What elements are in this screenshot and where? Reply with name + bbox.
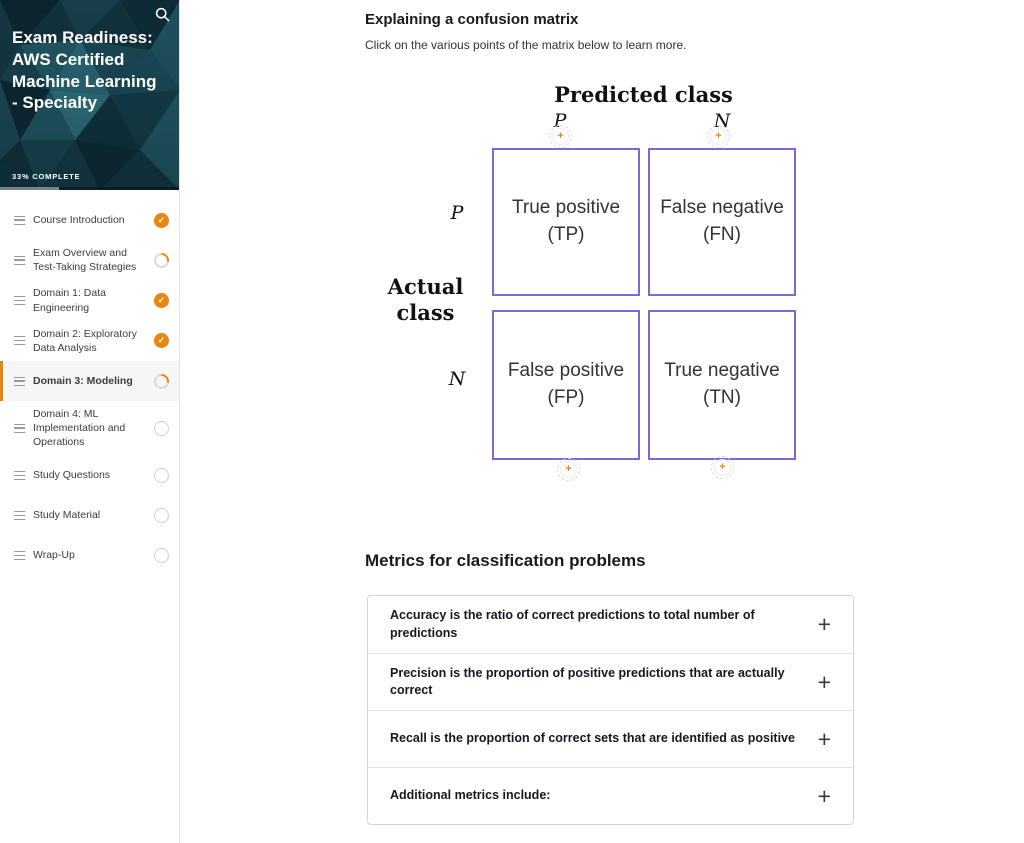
progress-circle — [154, 420, 169, 436]
lesson-icon — [14, 511, 25, 521]
sidebar-item-label: Domain 1: Data Engineering — [33, 287, 106, 314]
sidebar-item-label: Domain 2: Exploratory Data Analysis — [33, 327, 137, 354]
lesson-icon — [14, 471, 25, 481]
banner-overlay — [0, 0, 179, 190]
lesson-icon — [14, 255, 25, 265]
sidebar-item-label: Domain 4: ML Implementation and Operatio… — [33, 408, 126, 449]
cell-true-positive[interactable]: True positive (TP) — [492, 148, 640, 296]
hotspot-plus-top-left[interactable]: + — [549, 125, 572, 148]
sidebar-item-domain-3[interactable]: Domain 3: Modeling — [0, 361, 179, 402]
lesson-icon — [14, 296, 25, 306]
sidebar-item-label: Wrap-Up — [33, 549, 75, 562]
lesson-icon — [14, 336, 25, 346]
hotspot-plus-top-right[interactable]: + — [707, 125, 730, 148]
progress-circle — [154, 212, 169, 228]
course-sidebar: Exam Readiness: AWS Certified Machine Le… — [0, 0, 180, 843]
column-label-negative: N — [713, 110, 731, 132]
progress-bar-fill — [0, 187, 60, 190]
accordion-item-label: Additional metrics include: — [390, 788, 551, 803]
search-icon — [155, 7, 169, 22]
sidebar-item-exam-overview[interactable]: Exam Overview and Test-Taking Strategies — [0, 240, 179, 280]
progress-circle — [154, 293, 169, 309]
column-label-positive: P — [553, 110, 567, 132]
sidebar-item-label: Domain 3: Modeling — [33, 374, 133, 387]
sidebar-item-course-introduction[interactable]: Course Introduction — [0, 200, 179, 240]
banner-polygon-art — [0, 0, 179, 190]
sidebar-item-wrap-up[interactable]: Wrap-Up — [0, 536, 179, 576]
sidebar-item-domain-2[interactable]: Domain 2: Exploratory Data Analysis — [0, 321, 179, 361]
progress-bar — [0, 187, 179, 190]
expand-icon: + — [817, 782, 831, 809]
predicted-class-label: Predicted class — [554, 82, 733, 107]
hotspot-plus-bottom-left[interactable]: + — [557, 458, 580, 481]
progress-circle — [154, 548, 169, 564]
progress-circle — [154, 373, 169, 389]
row-label-positive: P — [450, 202, 464, 224]
metrics-heading: Metrics for classification problems — [365, 551, 646, 570]
actual-label-line1: Actual — [387, 274, 464, 299]
lesson-icon — [14, 215, 25, 225]
sidebar-item-study-material[interactable]: Study Material — [0, 496, 179, 536]
lesson-icon — [14, 423, 25, 433]
confusion-matrix: True positive (TP) False negative (FN) F… — [492, 148, 796, 460]
expand-icon: + — [817, 668, 831, 695]
page-subtitle: Click on the various points of the matri… — [365, 38, 687, 52]
cell-true-negative[interactable]: True negative (TN) — [648, 310, 796, 460]
accordion-item-accuracy[interactable]: Accuracy is the ratio of correct predict… — [368, 596, 853, 653]
cell-false-negative[interactable]: False negative (FN) — [648, 148, 796, 296]
lesson-content: Explaining a confusion matrix Click on t… — [180, 0, 1024, 843]
progress-circle — [154, 468, 169, 484]
course-outline: Course Introduction Exam Overview and Te… — [0, 190, 179, 576]
accordion-item-precision[interactable]: Precision is the proportion of positive … — [368, 653, 853, 710]
page-title: Explaining a confusion matrix — [365, 11, 579, 28]
search-button[interactable] — [151, 5, 173, 27]
lesson-icon — [14, 376, 25, 386]
hotspot-plus-bottom-right[interactable]: + — [711, 456, 734, 479]
progress-label: 33% COMPLETE — [12, 172, 81, 181]
sidebar-item-domain-4[interactable]: Domain 4: ML Implementation and Operatio… — [0, 401, 179, 456]
accordion-item-label: Precision is the proportion of positive … — [390, 665, 785, 698]
sidebar-item-label: Study Questions — [33, 469, 111, 482]
sidebar-item-label: Exam Overview and Test-Taking Strategies — [33, 247, 137, 274]
accordion-item-label: Accuracy is the ratio of correct predict… — [390, 608, 755, 640]
progress-circle — [154, 333, 169, 349]
sidebar-item-domain-1[interactable]: Domain 1: Data Engineering — [0, 280, 179, 320]
expand-icon: + — [817, 725, 831, 752]
expand-icon: + — [817, 611, 831, 637]
lesson-icon — [14, 551, 25, 561]
course-banner: Exam Readiness: AWS Certified Machine Le… — [0, 0, 179, 190]
accordion-item-label: Recall is the proportion of correct sets… — [390, 731, 795, 746]
row-label-negative: N — [448, 368, 466, 390]
actual-class-label: Actual class — [358, 274, 493, 327]
sidebar-item-label: Study Material — [33, 509, 101, 522]
progress-circle — [154, 252, 169, 268]
actual-label-line2: class — [396, 300, 455, 326]
progress-circle — [154, 508, 169, 524]
cell-false-positive[interactable]: False positive (FP) — [492, 310, 640, 460]
accordion-item-recall[interactable]: Recall is the proportion of correct sets… — [368, 710, 853, 767]
course-title: Exam Readiness: AWS Certified Machine Le… — [12, 28, 157, 113]
metrics-accordion: Accuracy is the ratio of correct predict… — [367, 595, 854, 825]
sidebar-item-study-questions[interactable]: Study Questions — [0, 456, 179, 496]
sidebar-item-label: Course Introduction — [33, 213, 125, 226]
accordion-item-additional-metrics[interactable]: Additional metrics include: + — [368, 767, 853, 824]
